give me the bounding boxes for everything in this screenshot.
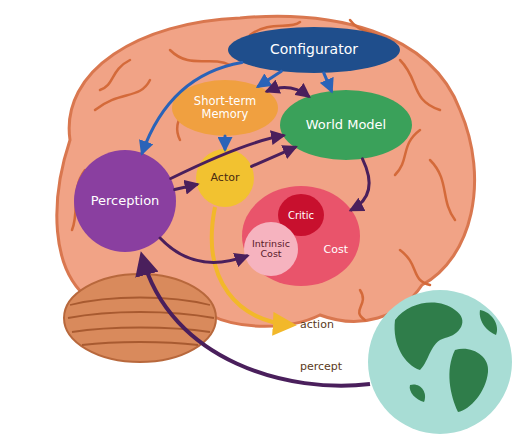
- node-text: Intrinsic Cost: [244, 237, 298, 262]
- flow-label: action: [300, 318, 334, 331]
- perception-circle: Perception: [74, 150, 176, 252]
- continents: [395, 303, 497, 412]
- flow-label: percept: [300, 360, 342, 373]
- connector-arrow: [324, 73, 332, 91]
- actor-circle: Actor: [196, 149, 254, 207]
- connector-arrow: [224, 136, 227, 149]
- connector-arrow: [252, 147, 296, 166]
- node-text: Cost: [322, 242, 350, 258]
- node-text: Short-term Memory: [172, 93, 278, 122]
- connector-arrow: [351, 159, 369, 210]
- connector-arrow: [160, 238, 247, 262]
- connector-arrow: [267, 88, 308, 97]
- memory-ellipse: Short-term Memory: [172, 80, 278, 136]
- node-text: Perception: [89, 192, 162, 210]
- intrinsic-cost-circle: Intrinsic Cost: [244, 222, 298, 276]
- cost-circle: Cost CriticIntrinsic Cost: [242, 186, 360, 286]
- node-text: Configurator: [268, 40, 360, 59]
- node-text: Actor: [209, 170, 242, 186]
- node-text: World Model: [304, 116, 388, 134]
- world-model-ellipse: World Model: [280, 90, 412, 160]
- cerebellum: [64, 274, 216, 362]
- configurator-ellipse: Configurator: [228, 27, 400, 73]
- connector-arrow: [175, 185, 197, 190]
- globe: [368, 290, 512, 434]
- node-text: Critic: [286, 208, 316, 223]
- connector-arrow: [258, 71, 281, 86]
